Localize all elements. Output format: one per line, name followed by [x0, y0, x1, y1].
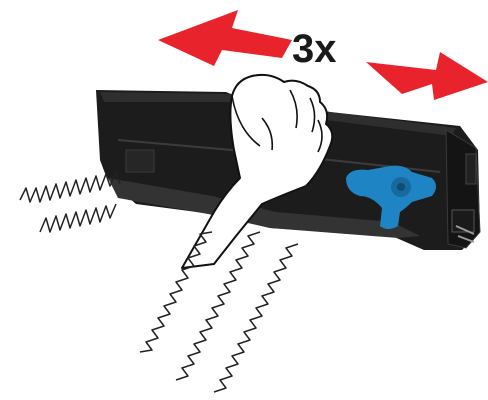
- motion-zigzag-bottom-c: [214, 244, 298, 392]
- motion-zigzag-left-lower: [40, 204, 116, 232]
- knob-center: [397, 183, 405, 191]
- arrow-right-icon: [366, 52, 488, 100]
- cartridge-recess: [126, 150, 154, 172]
- arrow-left-icon: [158, 10, 292, 66]
- repeat-count-label: 3x: [292, 27, 337, 71]
- motion-zigzag-left-upper: [20, 172, 120, 202]
- cartridge-end-tab: [466, 154, 476, 184]
